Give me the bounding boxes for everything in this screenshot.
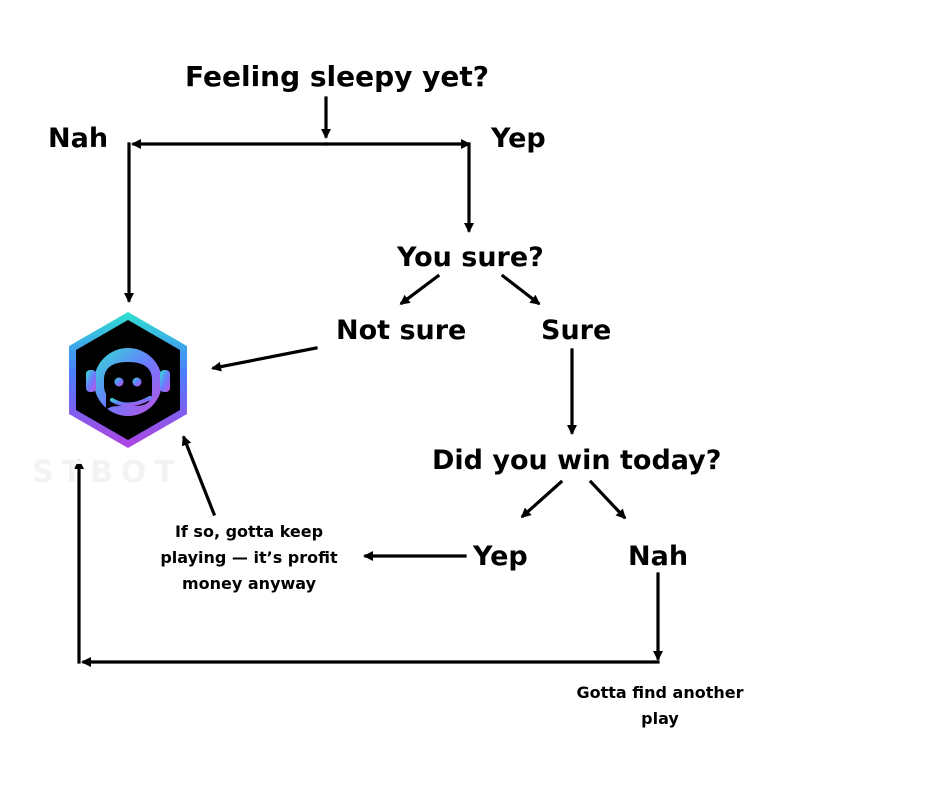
logo-watermark-text: STBOT: [32, 455, 183, 490]
arrow-note-to-logo: [181, 435, 217, 517]
answer-nah-bottom: Nah: [628, 541, 689, 572]
arrow-did-you-win-to-yep: [520, 479, 564, 519]
answer-yep-bottom: Yep: [473, 541, 528, 572]
question-did-you-win: Did you win today?: [432, 445, 722, 476]
arrow-you-sure-to-sure: [500, 273, 541, 306]
answer-nah-top: Nah: [48, 123, 109, 154]
question-you-sure: You sure?: [397, 242, 544, 273]
answer-sure: Sure: [541, 315, 612, 346]
answer-not-sure: Not sure: [336, 315, 467, 346]
answer-yep-top: Yep: [491, 123, 546, 154]
robot-icon: [69, 312, 187, 448]
note-find-another-play: Gotta find another play: [576, 683, 744, 728]
arrow-did-you-win-to-nah: [588, 479, 627, 520]
question-feeling-sleepy: Feeling sleepy yet?: [185, 60, 490, 93]
note-keep-playing: If so, gotta keep playing — it’s profit …: [160, 522, 338, 593]
robot-hexagon-logo: [66, 310, 190, 450]
arrow-you-sure-to-not-sure: [399, 273, 441, 306]
arrow-not-sure-to-logo: [211, 346, 318, 372]
